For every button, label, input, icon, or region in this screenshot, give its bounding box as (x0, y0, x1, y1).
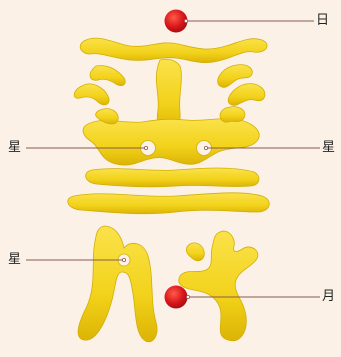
star-label-left-lower: 星 (8, 253, 21, 267)
right-tendril-2 (228, 84, 265, 106)
left-leg (78, 226, 157, 342)
eye-bar (83, 119, 259, 166)
right-horn (220, 107, 245, 122)
bar-two (68, 193, 269, 214)
star-label-right-upper: 星 (322, 141, 335, 155)
sun-label: 日 (316, 14, 329, 28)
bar-one (86, 168, 259, 187)
right-tick (186, 243, 204, 261)
left-tendril-2 (74, 84, 109, 105)
moon-dot (165, 286, 188, 309)
left-tendril-1 (90, 66, 125, 86)
top-stroke (80, 38, 267, 62)
star-label-left-upper: 星 (8, 141, 21, 155)
moon-label: 月 (322, 290, 335, 304)
